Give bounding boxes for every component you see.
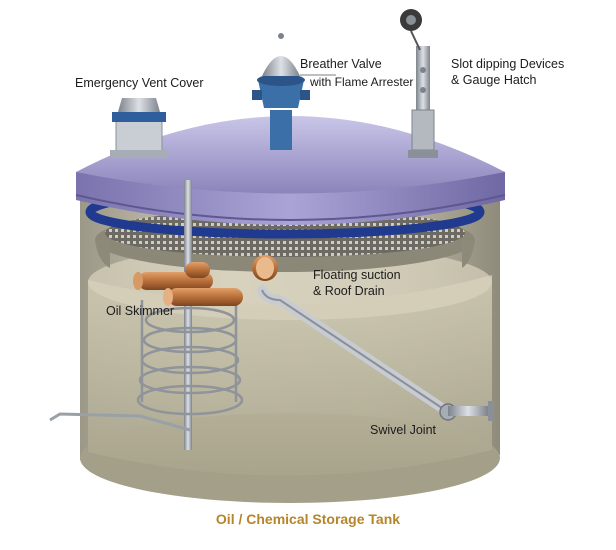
floating-suction-pipe-icon [252, 255, 450, 415]
label-flame-arrester: with Flame Arrester [310, 75, 414, 89]
emergency-vent-icon [110, 98, 168, 158]
label-gauge-hatch: & Gauge Hatch [451, 73, 537, 87]
oil-skimmer-icon [136, 300, 244, 416]
breather-valve-icon [252, 33, 310, 150]
diagram-caption: Oil / Chemical Storage Tank [215, 511, 401, 527]
tank-roof [75, 116, 506, 225]
drain-pipe [49, 412, 191, 432]
label-emergency-vent-cover: Emergency Vent Cover [75, 76, 204, 90]
label-roof-drain: & Roof Drain [313, 284, 385, 298]
skimmer-floats [133, 262, 243, 306]
label-slot-dipping-devices: Slot dipping Devices [451, 57, 565, 71]
label-breather-valve: Breather Valve [300, 57, 382, 71]
swivel-joint-icon [439, 401, 494, 421]
label-swivel-joint: Swivel Joint [370, 423, 436, 437]
slot-dipping-device-icon [400, 9, 438, 158]
label-floating-suction: Floating suction [313, 268, 401, 282]
label-oil-skimmer: Oil Skimmer [106, 304, 175, 318]
gauge-pole [184, 180, 192, 450]
